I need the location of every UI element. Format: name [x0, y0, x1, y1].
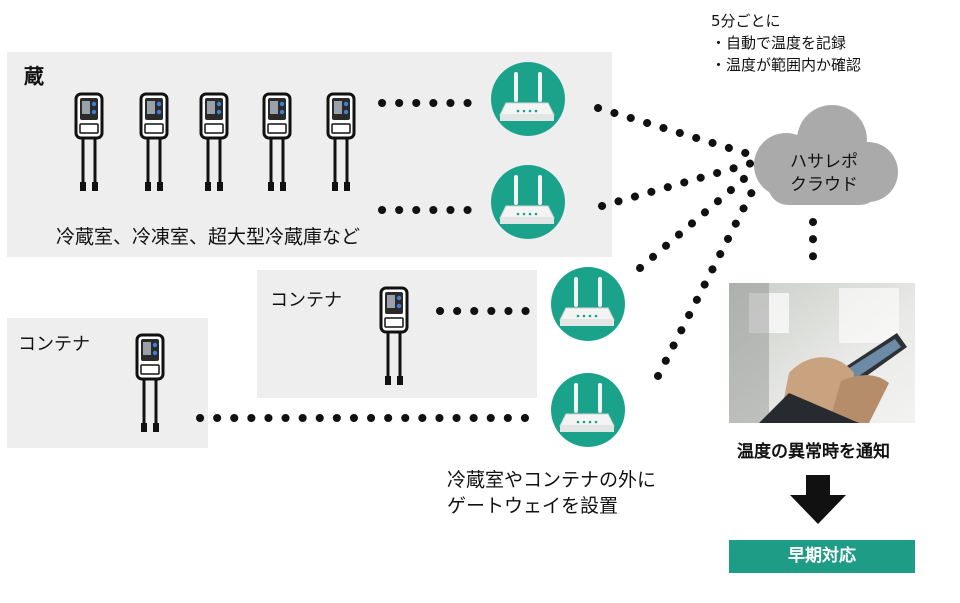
container-mid-label: コンテナ	[270, 290, 342, 311]
dots-gw2-cloud	[598, 159, 756, 210]
gateway-caption-line1: 冷蔵室やコンテナの外に	[447, 469, 657, 491]
warehouse-caption: 冷蔵室、冷凍室、超大型冷蔵庫など	[56, 226, 361, 248]
down-arrow-icon	[790, 475, 846, 524]
cloud-label-line1: ハサレポ	[790, 152, 858, 172]
temperature-sensor-icon	[262, 92, 292, 193]
temperature-sensor-icon	[74, 92, 104, 193]
warehouse-title: 蔵	[24, 64, 44, 88]
recording-notes: 5分ごとに ・自動で温度を記録 ・温度が範囲内か確認	[711, 10, 861, 76]
notes-item: ・自動で温度を記録	[711, 34, 847, 52]
container-left-label: コンテナ	[18, 334, 90, 355]
temperature-sensor-icon	[199, 92, 229, 193]
temperature-sensor-icon	[139, 92, 169, 193]
cloud-icon	[754, 105, 898, 205]
notes-item: ・温度が範囲内か確認	[711, 56, 862, 74]
wifi-gateway-icon	[550, 266, 626, 342]
container-left-panel	[7, 318, 208, 448]
wifi-gateway-icon	[550, 372, 626, 448]
dots-gw1-cloud	[594, 104, 756, 159]
temperature-sensor-icon	[135, 333, 165, 434]
early-response-banner: 早期対応	[729, 540, 915, 573]
temperature-sensor-icon	[326, 92, 356, 193]
tablet-photo	[729, 283, 915, 423]
wifi-gateway-icon	[490, 61, 566, 137]
notes-header: 5分ごとに	[711, 12, 781, 30]
notify-label: 温度の異常時を通知	[737, 442, 890, 462]
wifi-gateway-icon	[490, 164, 566, 240]
gateway-caption-line2: ゲートウェイを設置	[447, 495, 619, 517]
dots-gw4-cloud	[654, 182, 759, 380]
cloud-label-line2: クラウド	[790, 175, 858, 195]
temperature-sensor-icon	[379, 286, 409, 387]
dots-gw3-cloud	[636, 168, 756, 272]
